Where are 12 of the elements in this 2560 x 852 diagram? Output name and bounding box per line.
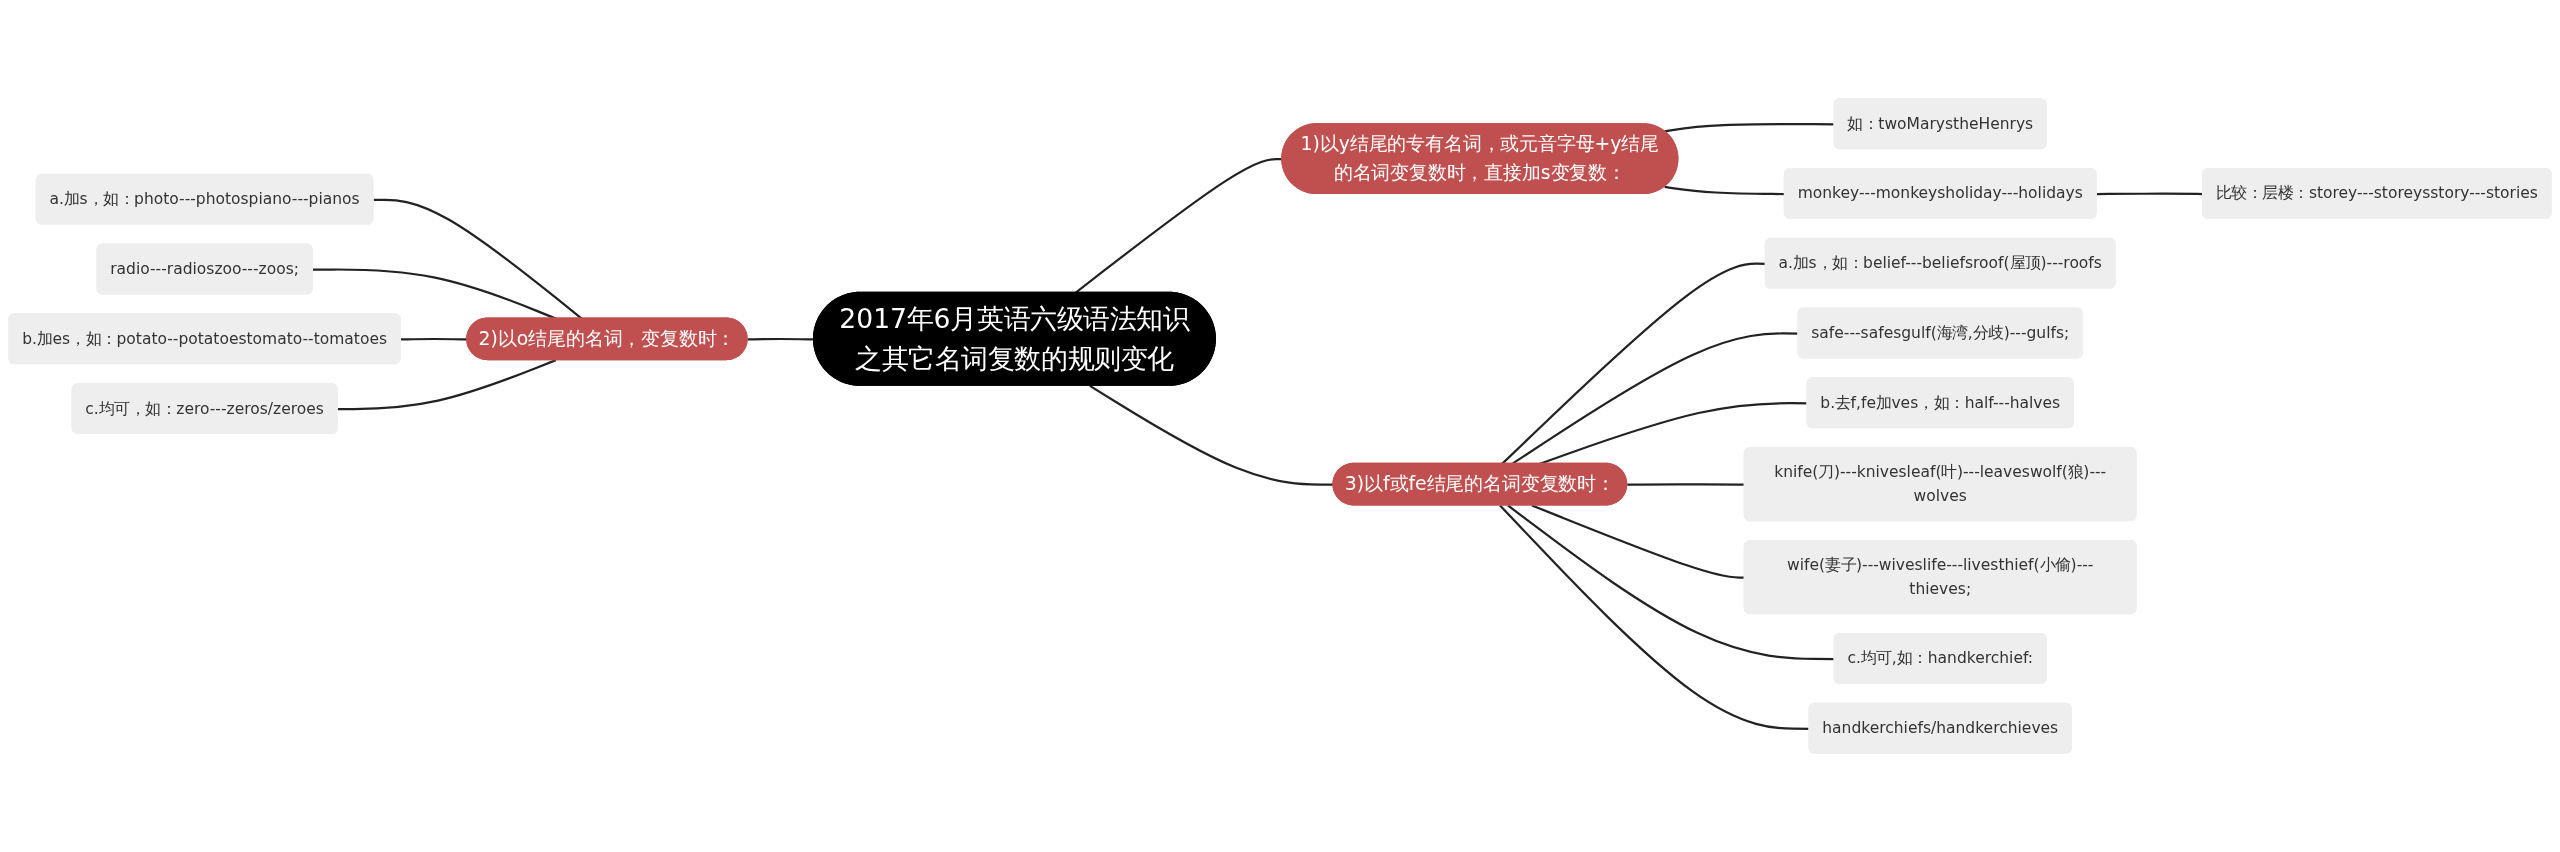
connector bbox=[1664, 185, 1785, 196]
connector bbox=[1499, 504, 1810, 730]
connector bbox=[1539, 402, 1808, 465]
connector bbox=[312, 268, 557, 320]
connector bbox=[1664, 123, 1835, 133]
connector bbox=[1507, 504, 1835, 661]
connector bbox=[1531, 504, 1745, 579]
connector bbox=[337, 359, 557, 411]
connector bbox=[1627, 483, 1745, 486]
connector bbox=[1501, 262, 1766, 465]
connector bbox=[1089, 384, 1334, 486]
connector bbox=[373, 198, 583, 320]
